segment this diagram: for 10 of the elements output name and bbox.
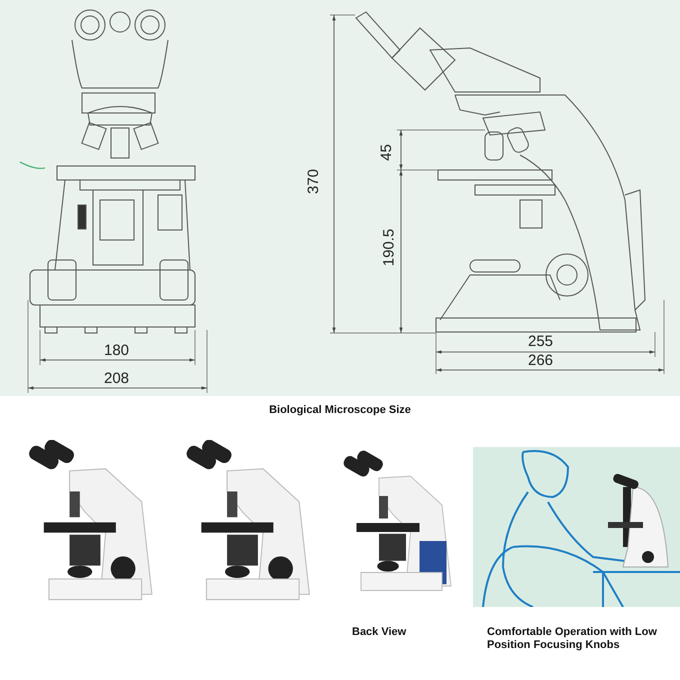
- dimension-label: 266: [528, 353, 554, 368]
- dimension-label: 190.5: [381, 228, 396, 266]
- figure-title: Biological Microscope Size: [268, 404, 412, 416]
- dimension-label: 180: [104, 343, 130, 358]
- photo-caption: Comfortable Operation with Low Position Focusing Knobs: [487, 626, 658, 652]
- dimension-label: 370: [306, 168, 322, 194]
- dimension-label: 45: [378, 144, 394, 161]
- dimension-label: 255: [528, 334, 554, 349]
- photo-caption: Back View: [352, 626, 408, 640]
- dimension-label: 208: [104, 371, 130, 386]
